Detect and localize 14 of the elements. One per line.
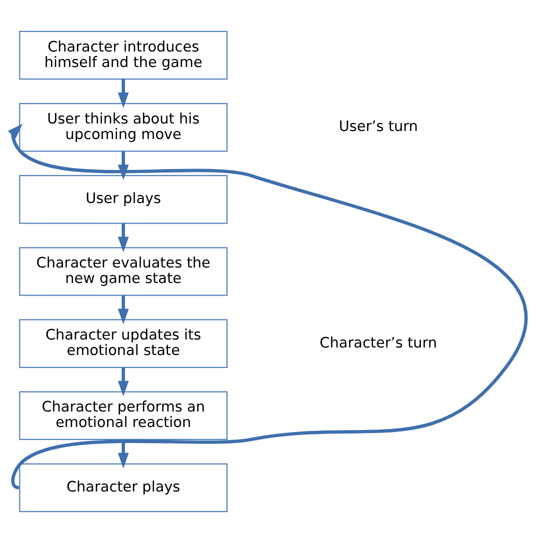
label: Character’s turn	[320, 335, 438, 352]
node-box: User thinks about his upcoming move	[19, 102, 228, 152]
arrow	[118, 368, 129, 396]
arrow	[118, 295, 129, 324]
arrow	[118, 79, 129, 108]
arrow	[118, 151, 129, 180]
node-box: Character updates its emotional state	[19, 319, 228, 368]
arrow	[118, 223, 129, 252]
label: User’s turn	[338, 119, 418, 136]
node-box: Character introduces himself and the game	[19, 30, 228, 80]
node-box: User plays	[19, 175, 228, 224]
node-box: Character plays	[19, 463, 228, 512]
node-box: Character performs an emotional reaction	[19, 391, 228, 440]
node-box: Character evaluates the new game state	[19, 247, 228, 296]
